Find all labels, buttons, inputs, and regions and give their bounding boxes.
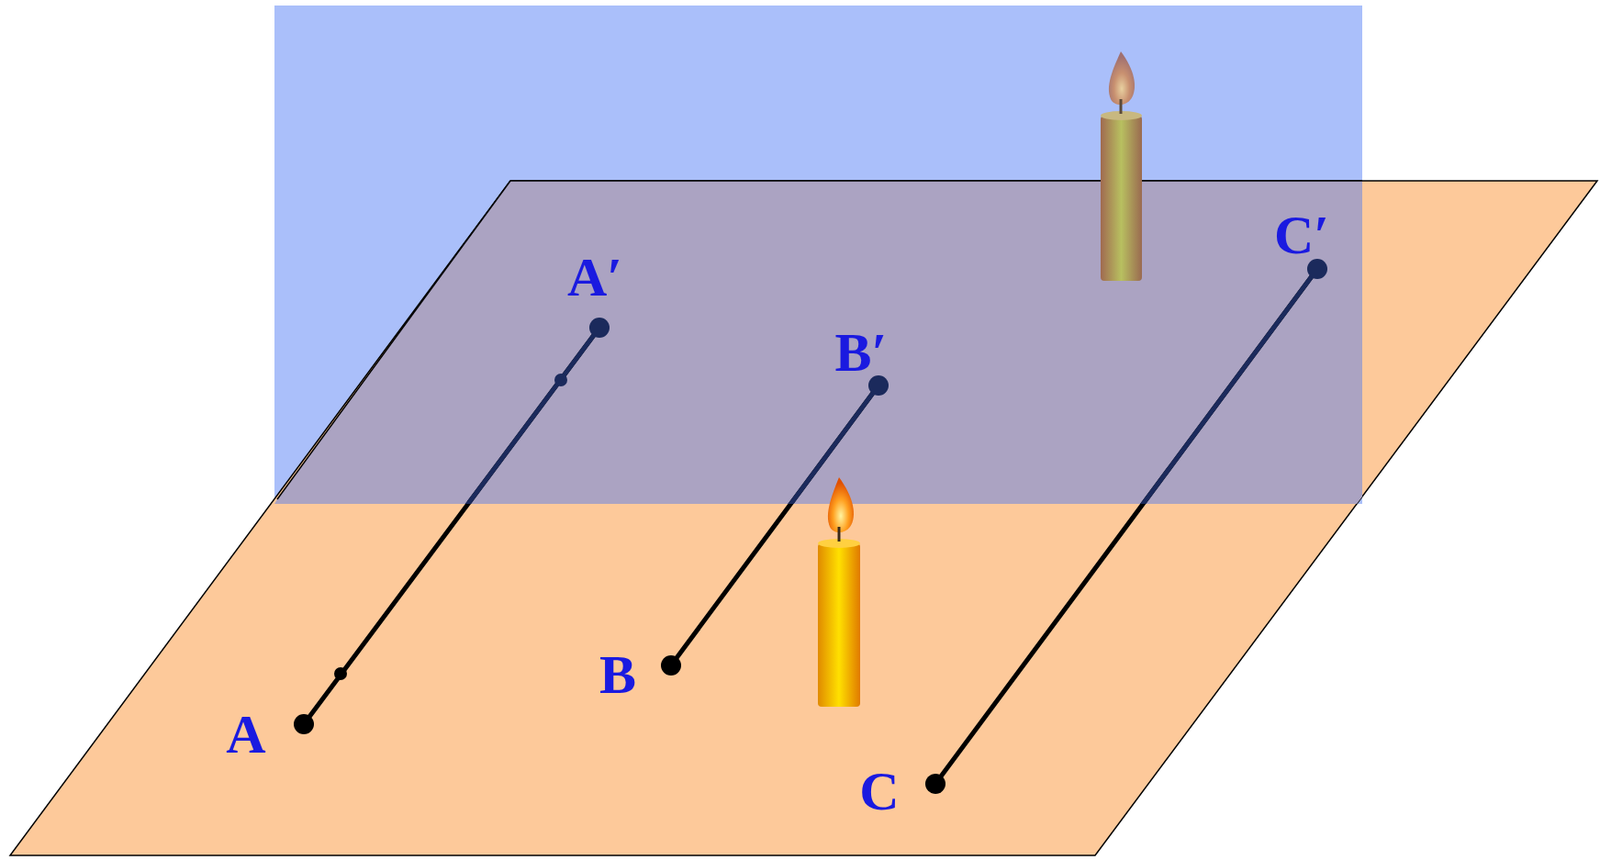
- mirror-overlap: [274, 180, 1363, 504]
- point-label: B′: [835, 324, 888, 381]
- candle-object: [817, 477, 861, 707]
- point-label: B: [599, 647, 637, 703]
- point-label: C′: [1274, 207, 1330, 263]
- points: [293, 258, 1328, 795]
- ground-plane: [10, 180, 1598, 856]
- point-label: A: [225, 706, 266, 762]
- point-label: C: [859, 763, 899, 819]
- candle-image: [1100, 51, 1142, 281]
- object-image-segments: [303, 268, 1318, 784]
- point-label: A′: [567, 249, 623, 305]
